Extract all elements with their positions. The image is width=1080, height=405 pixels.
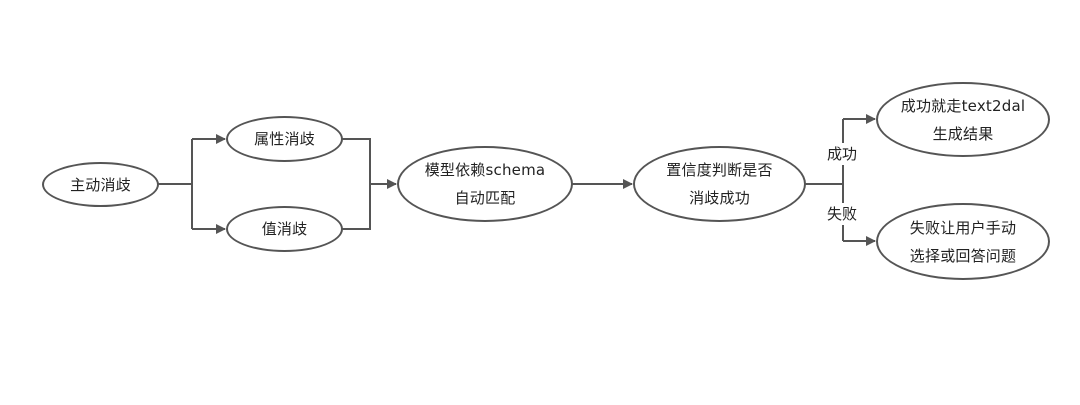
node-confidence-check-line1: 置信度判断是否	[666, 161, 773, 179]
node-success-result-line2: 生成结果	[932, 124, 994, 143]
node-value-disambiguation-text: 值消歧	[261, 220, 308, 238]
node-value-disambiguation: 值消歧	[226, 206, 343, 252]
connector-attribute-to-merge	[342, 138, 371, 230]
node-active-disambiguation-text: 主动消歧	[70, 175, 131, 194]
node-success-result: 成功就走text2dal 生成结果	[876, 82, 1050, 157]
node-active-disambiguation: 主动消歧	[42, 162, 159, 207]
node-success-result-line1: 成功就走text2dal	[900, 96, 1026, 115]
node-schema-matching: 模型依赖schema 自动匹配	[397, 146, 573, 222]
node-failure-manual: 失败让用户手动 选择或回答问题	[876, 203, 1050, 280]
node-confidence-check-line2: 消歧成功	[689, 189, 750, 207]
node-attribute-disambiguation-text: 属性消歧	[254, 130, 315, 148]
node-attribute-disambiguation: 属性消歧	[226, 116, 343, 162]
node-schema-matching-line2: 自动匹配	[454, 189, 516, 207]
node-failure-manual-line2: 选择或回答问题	[909, 246, 1017, 265]
edge-label-success: 成功	[824, 143, 861, 165]
node-schema-matching-line1: 模型依赖schema	[424, 161, 546, 179]
edge-label-failure: 失败	[824, 203, 861, 225]
node-confidence-check: 置信度判断是否 消歧成功	[633, 146, 806, 222]
node-failure-manual-line1: 失败让用户手动	[909, 218, 1017, 237]
